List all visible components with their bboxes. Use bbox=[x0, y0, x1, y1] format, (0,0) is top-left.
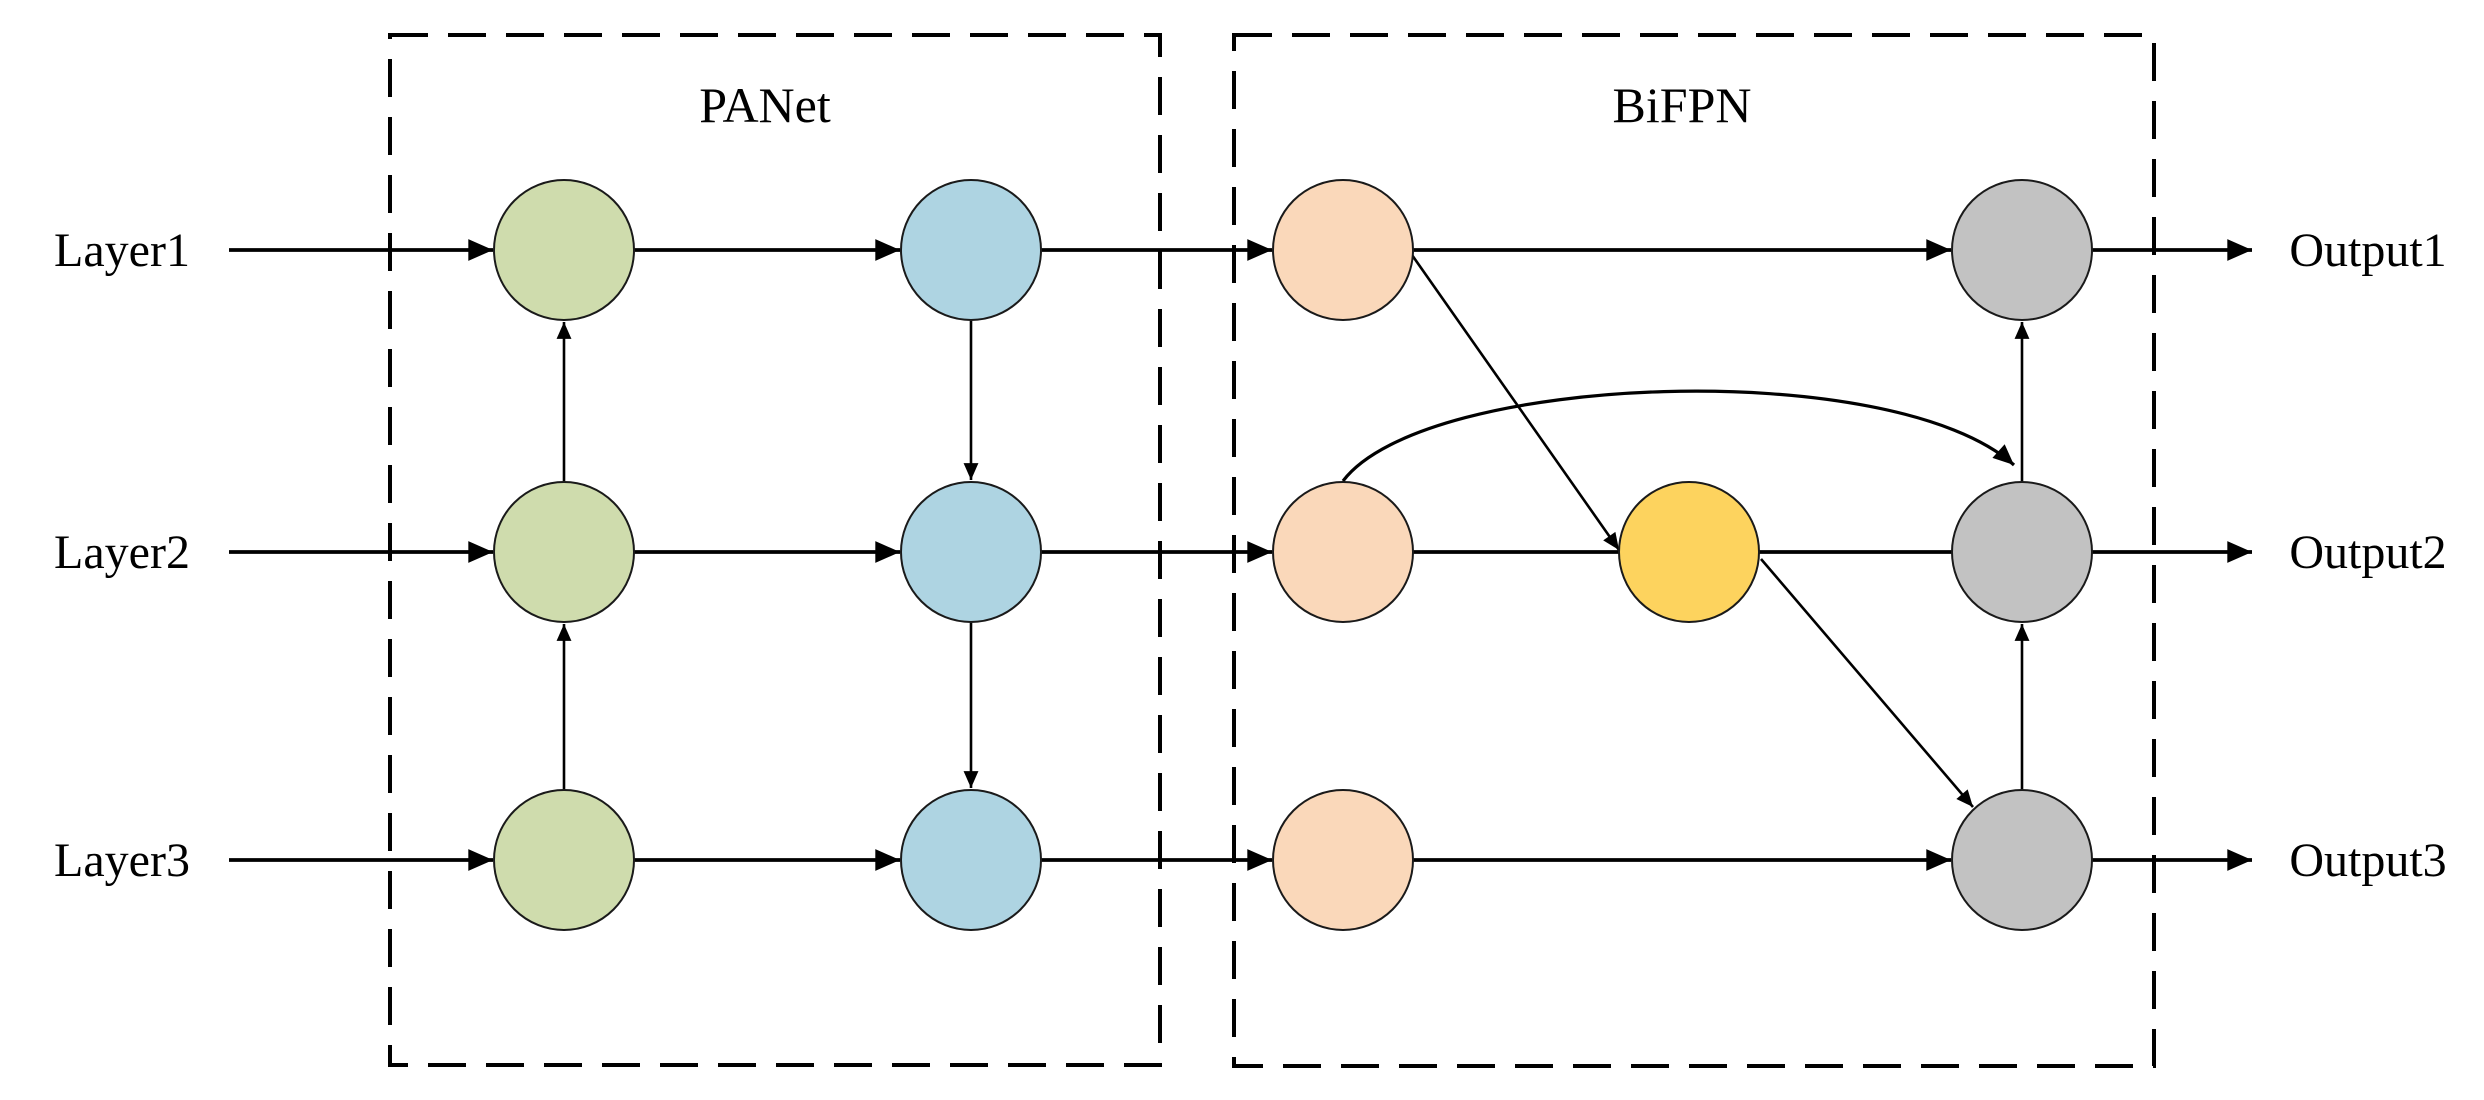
label-layer3: Layer3 bbox=[54, 834, 190, 887]
node-bifpn-gray-2 bbox=[1951, 481, 2093, 623]
node-bifpn-orange-1 bbox=[1272, 179, 1414, 321]
node-bifpn-orange-3 bbox=[1272, 789, 1414, 931]
group-title-panet: PANet bbox=[699, 77, 831, 133]
node-panet-green-1 bbox=[493, 179, 635, 321]
label-output1: Output1 bbox=[2289, 224, 2446, 277]
node-panet-blue-2 bbox=[900, 481, 1042, 623]
edge-yellow2-diag-gray3 bbox=[1760, 558, 1974, 808]
node-bifpn-orange-2 bbox=[1272, 481, 1414, 623]
edge-orange1-diag-yellow2 bbox=[1410, 254, 1621, 551]
edge-orange2-skip-gray2 bbox=[1341, 389, 2016, 482]
node-panet-blue-3 bbox=[900, 789, 1042, 931]
node-panet-green-3 bbox=[493, 789, 635, 931]
node-panet-green-2 bbox=[493, 481, 635, 623]
label-layer2: Layer2 bbox=[54, 526, 190, 579]
node-bifpn-gray-3 bbox=[1951, 789, 2093, 931]
node-bifpn-yellow-2 bbox=[1618, 481, 1760, 623]
group-title-bifpn: BiFPN bbox=[1613, 77, 1752, 133]
group-box-panet bbox=[388, 33, 1162, 1067]
node-panet-blue-1 bbox=[900, 179, 1042, 321]
node-bifpn-gray-1 bbox=[1951, 179, 2093, 321]
label-output2: Output2 bbox=[2289, 526, 2446, 579]
label-output3: Output3 bbox=[2289, 834, 2446, 887]
label-layer1: Layer1 bbox=[54, 224, 190, 277]
